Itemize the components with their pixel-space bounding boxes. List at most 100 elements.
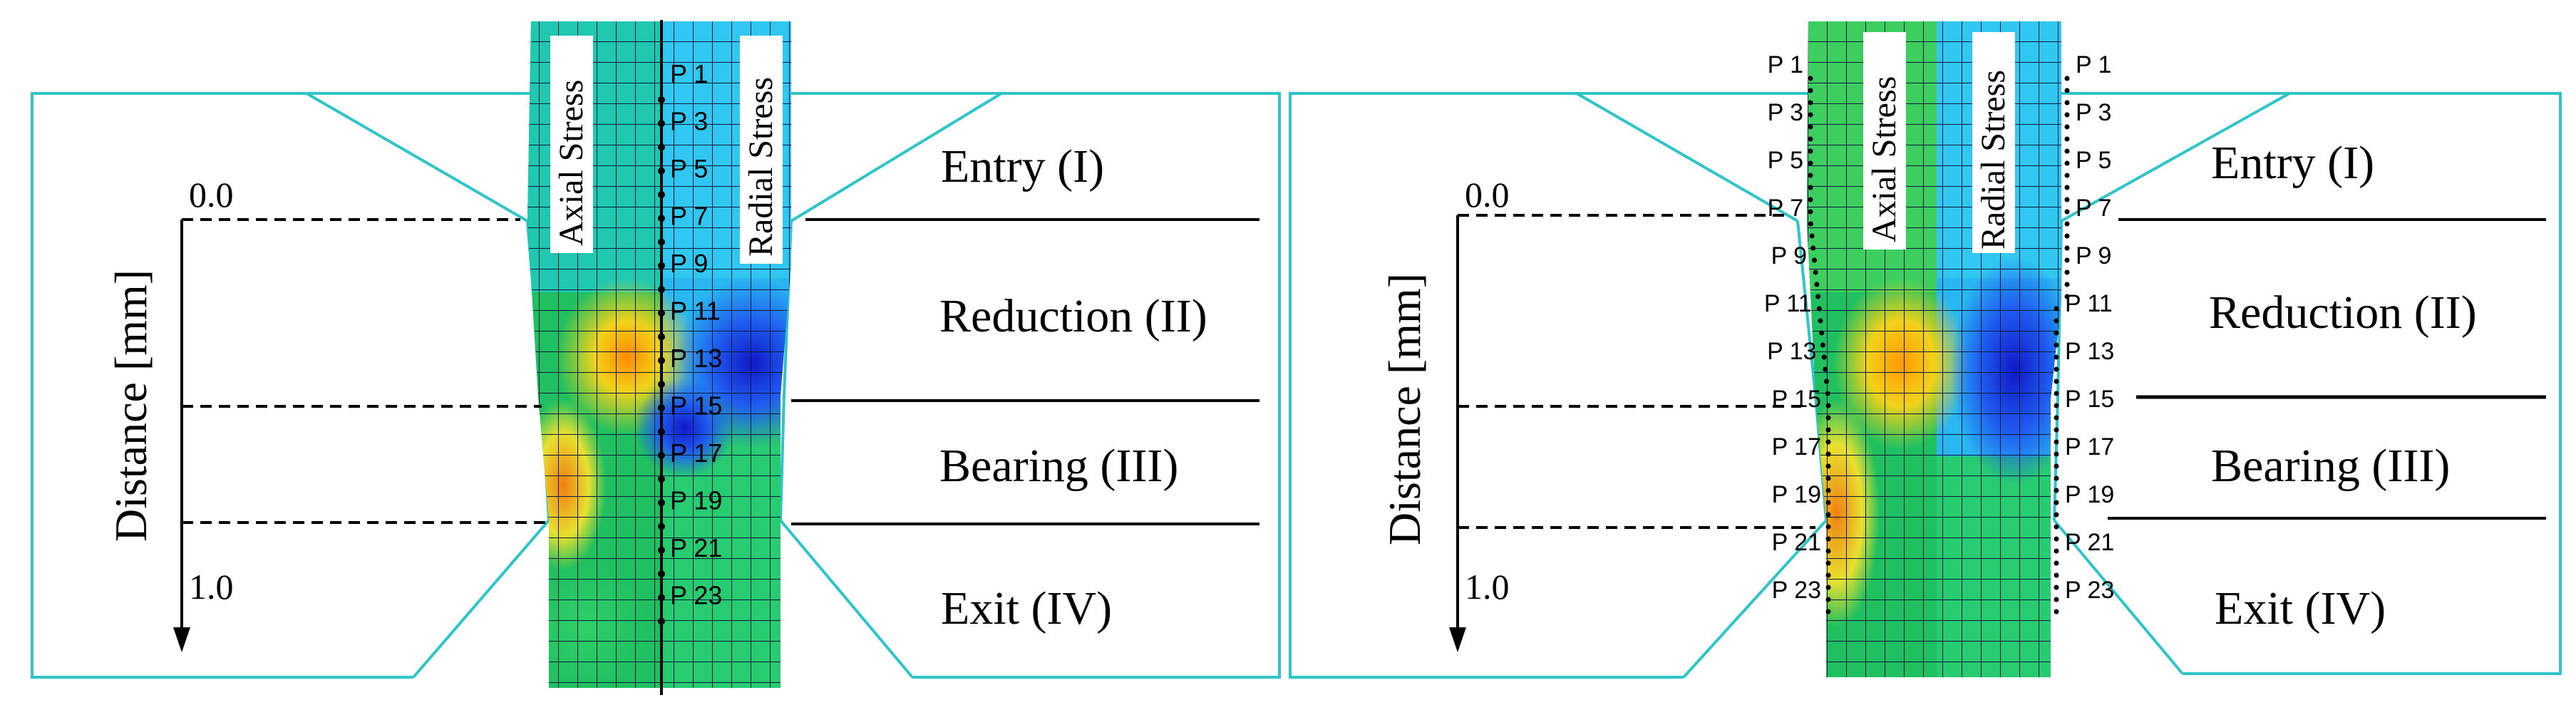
probe-dot <box>2064 148 2070 154</box>
probe-dot <box>1808 76 1813 81</box>
distance-axis-label-right: Distance [mm] <box>1379 273 1430 545</box>
probe-dot <box>1825 500 1831 505</box>
probe-dots-left <box>658 96 665 625</box>
probe-dot <box>1818 318 1823 324</box>
zone-lines-left <box>182 218 1259 525</box>
probe-dot <box>1816 306 1822 312</box>
probe-dot <box>2054 330 2059 336</box>
probe-dot <box>658 309 665 317</box>
probe-dot <box>2064 88 2070 93</box>
panel-left-svg: P 1P 3P 5P 7P 9P 11P 13P 15P 17P 19P 21P… <box>31 20 1281 695</box>
radial-label-box-left <box>740 36 783 264</box>
probe-dot <box>658 428 665 436</box>
probe-dot <box>2054 488 2059 493</box>
probe-dot <box>1819 330 1825 336</box>
probe-dot <box>1825 427 1831 433</box>
probe-label: P 9 <box>1771 242 1807 269</box>
probe-label: P 19 <box>670 486 722 515</box>
probe-dot <box>658 523 665 530</box>
probe-dot <box>2054 379 2059 384</box>
probe-dot <box>1810 245 1816 251</box>
zone-reduction-right: Reduction (II) <box>2209 287 2477 339</box>
probe-dot <box>1808 88 1813 93</box>
probe-dot <box>658 286 665 293</box>
probe-dot <box>658 238 665 246</box>
probe-dot <box>658 262 665 269</box>
probe-label: P 21 <box>2065 529 2114 556</box>
probe-dot <box>2054 306 2059 312</box>
probe-label: P 21 <box>1772 529 1821 556</box>
distance-end-right: 1.0 <box>1465 567 1510 607</box>
probe-dot <box>1825 391 1830 396</box>
probe-dot <box>2054 427 2059 433</box>
probe-dot <box>1808 173 1813 178</box>
probe-dot <box>2054 318 2059 324</box>
probe-dot <box>1825 488 1831 493</box>
probe-label: P 7 <box>670 202 708 231</box>
probe-dot <box>1825 463 1831 469</box>
probe-dot <box>1825 609 1831 614</box>
probe-dot <box>1812 257 1817 263</box>
zone-entry-right: Entry (I) <box>2211 137 2374 189</box>
probe-label: P 15 <box>1772 386 1821 413</box>
probe-dot <box>2064 282 2070 287</box>
probe-dot <box>2064 173 2070 178</box>
distance-axis-label-left: Distance [mm] <box>105 269 156 542</box>
probe-dot <box>1814 282 1820 287</box>
probe-dot <box>2064 100 2070 106</box>
probe-dot <box>658 570 665 577</box>
zone-exit-right: Exit (IV) <box>2215 582 2386 634</box>
probe-dots-right <box>1808 76 2070 614</box>
probe-dot <box>2054 342 2059 348</box>
probe-dot <box>658 143 665 151</box>
probe-dot <box>1808 221 1813 227</box>
zone-entry-left: Entry (I) <box>941 140 1104 192</box>
distance-start-left: 0.0 <box>189 175 234 215</box>
probe-dot <box>1815 294 1821 299</box>
probe-label: P 11 <box>670 297 721 326</box>
probe-dot <box>2064 124 2070 130</box>
probe-dot <box>2054 354 2059 360</box>
probe-label: P 23 <box>2065 577 2114 604</box>
probe-dot <box>2064 245 2070 251</box>
probe-label: P 13 <box>2065 338 2114 365</box>
axial-stress-label-left: Axial Stress <box>552 80 590 246</box>
probe-label: P 11 <box>1764 290 1812 317</box>
die-outline-left <box>31 92 1281 679</box>
probe-dot <box>2054 572 2059 578</box>
probe-dot <box>1808 209 1813 215</box>
probe-dot <box>2064 112 2070 118</box>
probe-dot <box>1808 136 1813 142</box>
probe-dot <box>658 215 665 222</box>
probe-dot <box>2054 536 2059 542</box>
zone-exit-left: Exit (IV) <box>941 582 1112 634</box>
probe-dot <box>1825 548 1831 554</box>
probe-dot <box>2054 366 2059 372</box>
probe-dot <box>2054 524 2059 530</box>
probe-dot <box>1808 124 1813 130</box>
probe-dot <box>658 404 665 412</box>
probe-label: P 17 <box>2065 433 2114 461</box>
probe-dot <box>658 167 665 175</box>
probe-label: P 13 <box>1767 338 1816 365</box>
probe-dot <box>2064 294 2070 299</box>
probe-label: P 1 <box>1768 51 1803 78</box>
probe-dot <box>2064 197 2070 202</box>
probe-dot <box>2064 221 2070 227</box>
probe-dot <box>1825 475 1831 481</box>
probe-dot <box>2054 463 2059 469</box>
probe-label: P 7 <box>2076 195 2111 222</box>
billet-contour-right <box>1807 21 2061 677</box>
probe-dot <box>1820 342 1825 348</box>
probe-label: P 5 <box>2076 147 2111 174</box>
probe-dot <box>1808 160 1813 166</box>
probe-dot <box>658 191 665 198</box>
probe-label: P 5 <box>670 154 708 183</box>
probe-dot <box>1825 439 1831 445</box>
probe-label: P 3 <box>1768 99 1803 126</box>
probe-label: P 17 <box>1772 433 1821 461</box>
probe-dot <box>658 356 665 364</box>
probe-label: P 23 <box>1772 577 1821 604</box>
probe-dot <box>658 499 665 507</box>
probe-dot <box>2054 403 2059 408</box>
